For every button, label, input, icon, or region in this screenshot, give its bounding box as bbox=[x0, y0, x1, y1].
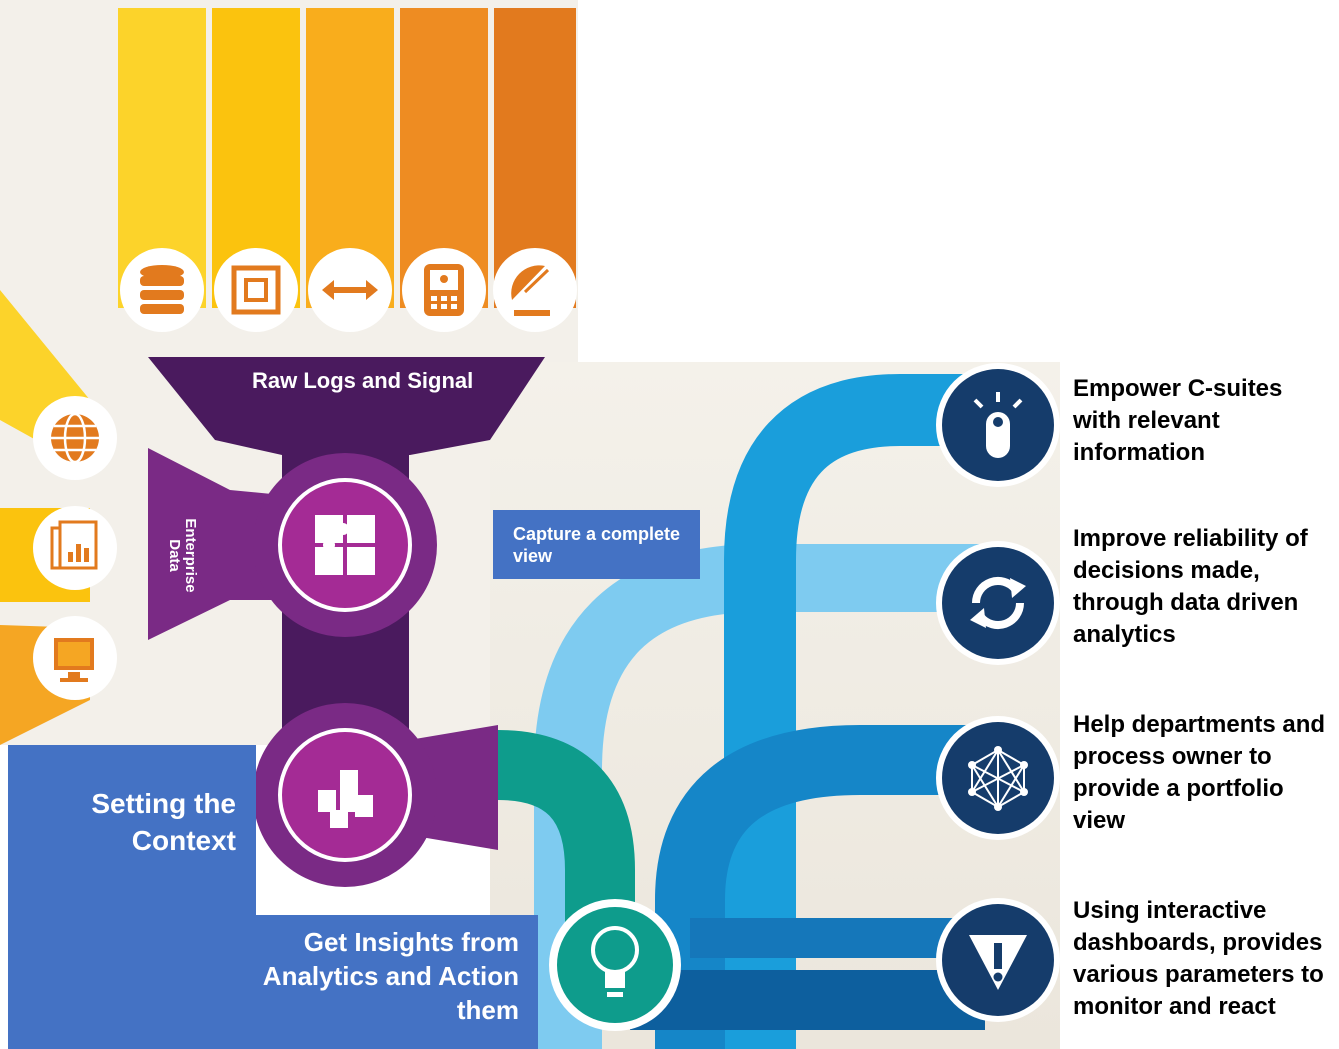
cubes-icon bbox=[253, 703, 437, 887]
lightbulb-icon bbox=[549, 899, 681, 1031]
folder-chart-icon bbox=[33, 506, 117, 590]
insights-panel bbox=[8, 915, 538, 1049]
puzzle-icon bbox=[253, 453, 437, 637]
mobile-device-icon bbox=[402, 248, 486, 332]
context-title: Setting the Context bbox=[91, 788, 236, 856]
arrows-exchange-icon bbox=[308, 248, 392, 332]
lightbulb-switch-icon bbox=[936, 363, 1060, 487]
benefit-text-1: Empower C-suites with relevant informati… bbox=[1073, 375, 1283, 466]
enterprise-data-label-wrap: Enterprise Data bbox=[148, 508, 199, 603]
teal-pipe bbox=[496, 730, 635, 940]
benefit-text-2: Improve reliability of decisions made, t… bbox=[1073, 525, 1308, 648]
globe-icon bbox=[33, 396, 117, 480]
database-icon bbox=[120, 248, 204, 332]
chip-icon bbox=[214, 248, 298, 332]
enterprise-data-label: Enterprise Data bbox=[166, 518, 199, 593]
capture-callout: Capture a complete view bbox=[493, 510, 700, 579]
refresh-icon bbox=[936, 541, 1060, 665]
network-icon bbox=[936, 716, 1060, 840]
side-icons bbox=[33, 396, 117, 700]
insights-label: Get Insights from Analytics and Action t… bbox=[262, 927, 519, 1025]
warning-icon bbox=[936, 898, 1060, 1022]
hub-icons bbox=[253, 453, 437, 887]
monitor-icon bbox=[33, 616, 117, 700]
blue-pipes bbox=[534, 374, 985, 1049]
satellite-dish-icon bbox=[493, 248, 577, 332]
funnel-title: Raw Logs and Signal bbox=[252, 368, 474, 393]
benefit-icons bbox=[936, 363, 1060, 1022]
source-icons bbox=[120, 248, 577, 332]
capture-label: Capture a complete view bbox=[513, 524, 681, 566]
benefit-text-3: Help departments and process owner to pr… bbox=[1073, 711, 1326, 834]
benefit-text-4: Using interactive dashboards, provides v… bbox=[1073, 897, 1324, 1020]
